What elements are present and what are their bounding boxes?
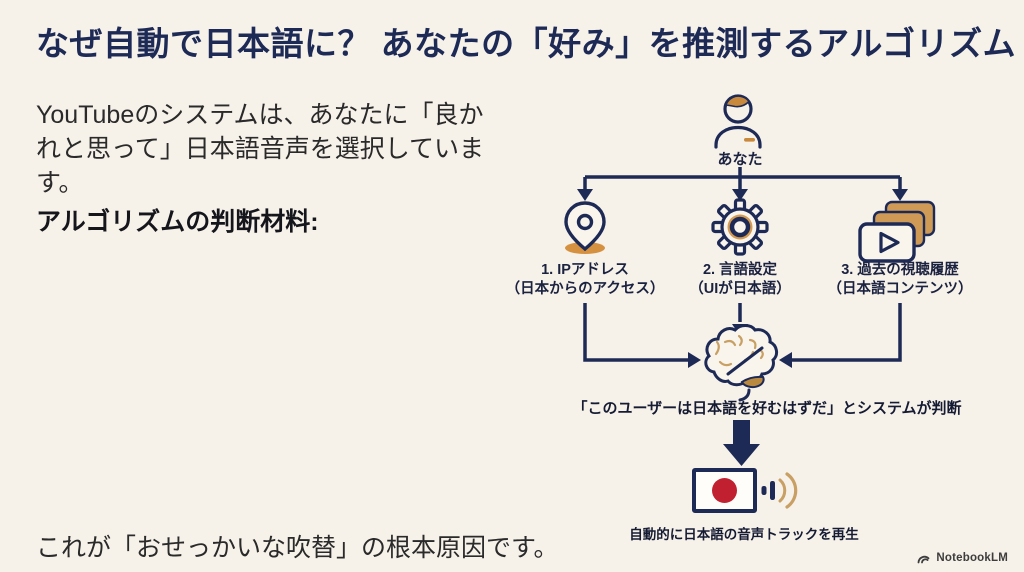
judgement-caption: 「このユーザーは日本語を好むはずだ」とシステムが判断 xyxy=(572,400,962,417)
page-title: なぜ自動で日本語に？ あなたの「好み」を推測するアルゴリズム xyxy=(36,25,1017,62)
location-pin-icon xyxy=(564,201,606,254)
factor-label-watch-history: 3. 過去の視聴履歴 （日本語コンテンツ） xyxy=(790,261,1010,299)
factor-title: 3. 過去の視聴履歴 xyxy=(841,262,959,278)
factor-title: 2. 言語設定 xyxy=(702,262,778,278)
factor-detail: （UIが日本語） xyxy=(689,281,791,297)
factor-detail: （日本からのアクセス） xyxy=(505,281,665,297)
connector-lines xyxy=(583,167,902,362)
intro-line: れと思って」日本語音声を選択していま xyxy=(36,135,485,163)
intro-paragraph: YouTubeのシステムは、あなたに「良か れと思って」日本語音声を選択していま… xyxy=(36,98,516,239)
notebooklm-branding: NotebookLM xyxy=(917,549,1008,567)
intro-line: YouTubeのシステムは、あなたに「良か xyxy=(36,101,484,129)
algorithm-criteria-heading: アルゴリズムの判断材料: xyxy=(36,208,319,236)
factor-label-ip-address: 1. IPアドレス （日本からのアクセス） xyxy=(475,261,695,299)
result-caption: 自動的に日本語の音声トラックを再生 xyxy=(629,527,859,542)
closing-text: これが「おせっかいな吹替」の根本原因です。 xyxy=(36,534,559,562)
gear-icon xyxy=(711,198,769,256)
notebooklm-logo-text: NotebookLM xyxy=(936,552,1008,564)
factor-detail: （日本語コンテンツ） xyxy=(827,281,973,297)
japan-flag-audio-icon xyxy=(692,468,798,513)
notebooklm-icon xyxy=(917,555,930,563)
intro-line: す。 xyxy=(36,169,84,197)
person-icon xyxy=(714,94,762,149)
brain-icon xyxy=(704,324,779,402)
thick-down-arrow xyxy=(723,420,760,466)
factor-title: 1. IPアドレス xyxy=(541,262,629,278)
factor-label-language-setting: 2. 言語設定 （UIが日本語） xyxy=(630,261,850,299)
video-stack-icon xyxy=(858,200,936,263)
user-label: あなた xyxy=(717,151,763,168)
